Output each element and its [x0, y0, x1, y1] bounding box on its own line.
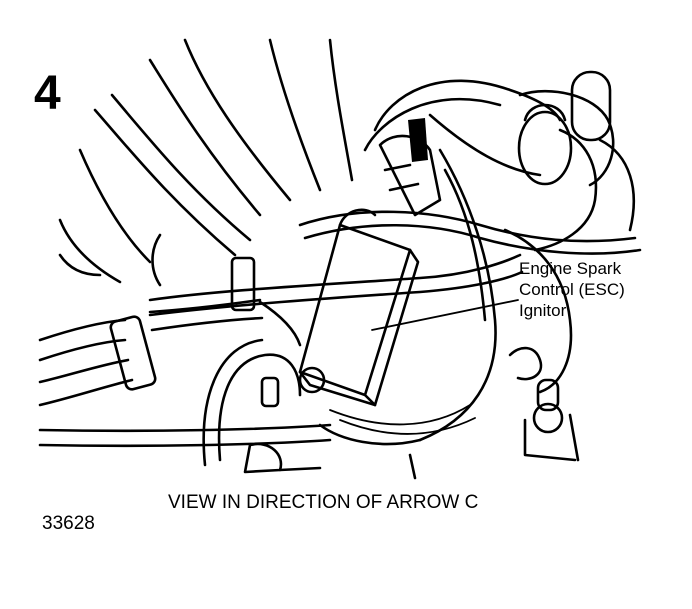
terminal-post: [523, 378, 580, 462]
esc-ignitor-module: [298, 118, 442, 407]
upper-hose-bundle: [58, 38, 354, 284]
callout-leader-line: [371, 299, 519, 331]
spark-plug-wires-top: [363, 70, 636, 252]
wire-harness-left: [38, 256, 302, 407]
callout-line-3: Ignitor: [519, 301, 567, 320]
figure-id: 33628: [42, 513, 95, 534]
distributor-body: [318, 148, 573, 446]
callout-line-2: Control (ESC): [519, 280, 625, 299]
crossing-wires: [148, 210, 642, 317]
callout-line-1: Engine Spark: [519, 259, 622, 278]
lower-hoses: [38, 233, 417, 480]
component-callout: Engine Spark Control (ESC) Ignitor: [519, 258, 625, 321]
figure-caption: VIEW IN DIRECTION OF ARROW C: [168, 492, 479, 513]
step-number: 4: [34, 67, 61, 120]
